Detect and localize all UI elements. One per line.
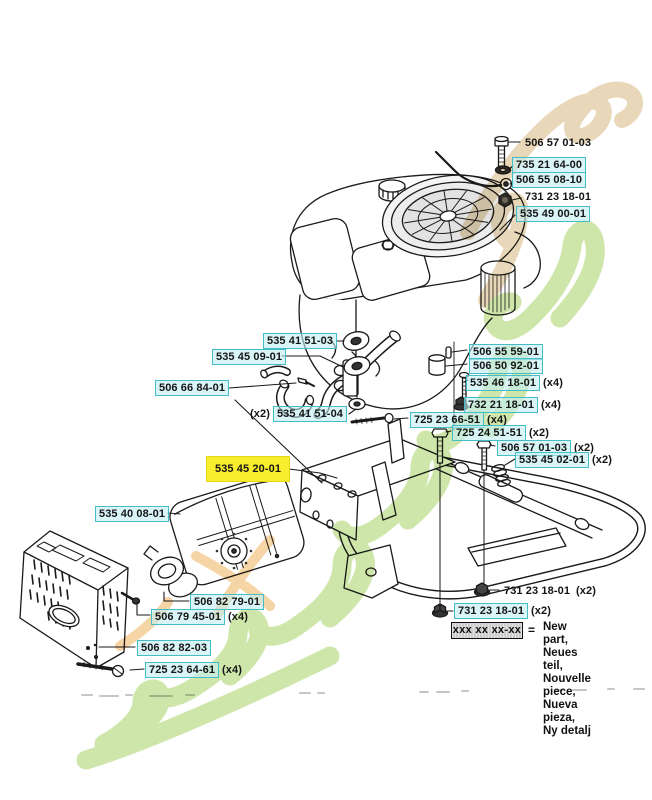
qty-suffix: (x2) [531, 605, 552, 617]
part-number: 535 46 18-01 [466, 375, 541, 391]
bushing-icon [428, 354, 446, 376]
legend-text: New part, Neues teil, Nouvelle piece, Nu… [543, 621, 591, 738]
legend-code-box: xxx xx xx-xx [451, 622, 523, 639]
flange-nut-dark-icon [431, 603, 449, 618]
top-bolt-icon [494, 135, 509, 169]
part-number: 535 41 51-04 [272, 406, 348, 422]
part-label-506-50-92-01-10[interactable]: 506 50 92-01 [469, 358, 544, 374]
part-label-535-41-51-04-8[interactable]: (x2)535 41 51-04 [250, 406, 348, 422]
part-number: 506 50 92-01 [469, 358, 544, 374]
part-label-535-45-02-01-16[interactable]: 535 45 02-01(x2) [515, 452, 612, 468]
legend-line-es: Nueva pieza, [543, 699, 578, 724]
part-number: 731 23 18-01 [504, 585, 571, 597]
qty-suffix: (x4) [541, 399, 562, 411]
part-label-535-45-20-01-17[interactable]: 535 45 20-01 [206, 456, 291, 482]
part-label-535-46-18-01-11[interactable]: 535 46 18-01(x4) [466, 375, 563, 391]
part-number: 725 24 51-51 [452, 425, 527, 441]
qty-suffix: (x4) [222, 664, 243, 676]
part-label-731-23-18-01-23[interactable]: 731 23 18-01 (x2) [501, 584, 596, 598]
part-label-725-23-66-51-13[interactable]: 725 23 66-51(x4) [410, 412, 507, 428]
air-filter-cover [19, 530, 129, 669]
fuel-cap-part [143, 545, 199, 598]
part-number: 535 49 00-01 [516, 206, 591, 222]
part-number: 535 45 20-01 [206, 456, 291, 482]
part-number: 735 21 64-00 [512, 157, 587, 173]
part-label-535-40-08-01-18[interactable]: 535 40 08-01 [95, 506, 170, 522]
part-label-506-55-59-01-9[interactable]: 506 55 59-01 [469, 344, 544, 360]
part-number: 506 66 84-01 [155, 380, 230, 396]
part-number: 535 40 08-01 [95, 506, 170, 522]
legend-line-sv: Ny detalj [543, 725, 591, 737]
part-label-535-49-00-01-4[interactable]: 535 49 00-01 [516, 206, 591, 222]
qty-prefix: (x2) [250, 408, 270, 420]
part-number: 506 82 79-01 [190, 594, 265, 610]
qty-suffix: (x2) [576, 585, 597, 597]
fuel-cap-icon [378, 179, 406, 202]
nut-dark-icon [473, 582, 491, 597]
part-number: 725 23 64-61 [145, 662, 220, 678]
qty-suffix: (x4) [228, 611, 249, 623]
grommet-icon [342, 331, 371, 411]
part-number: 535 41 51-03 [263, 333, 338, 349]
part-label-732-21-18-01-12[interactable]: 732 21 18-01(x4) [464, 397, 561, 413]
legend-line-de: Neues teil, [543, 647, 578, 672]
qty-suffix: (x2) [529, 427, 550, 439]
cover-screw-icon [76, 661, 125, 678]
part-number: 731 23 18-01 [525, 191, 592, 203]
frame-screw-icon [476, 440, 492, 584]
part-label-506-66-84-01-7[interactable]: 506 66 84-01 [155, 380, 230, 396]
part-number: 506 55 08-10 [512, 172, 587, 188]
qty-suffix: (x4) [543, 377, 564, 389]
part-label-535-45-09-01-6[interactable]: 535 45 09-01 [212, 349, 287, 365]
part-number: 506 57 01-03 [525, 137, 592, 149]
small-screw-icon [120, 591, 141, 605]
legend-line-fr: Nouvelle piece, [543, 673, 591, 698]
part-label-535-41-51-03-5[interactable]: 535 41 51-03 [263, 333, 338, 349]
part-label-506-82-79-01-19[interactable]: 506 82 79-01 [190, 594, 265, 610]
part-label-735-21-64-00-1[interactable]: 735 21 64-00 [512, 157, 587, 173]
part-number: 535 45 02-01 [515, 452, 590, 468]
spring-icon [491, 463, 511, 488]
part-number: 506 79 45-01 [151, 609, 226, 625]
part-number: 731 23 18-01 [454, 603, 529, 619]
legend-equals-sign: = [528, 623, 536, 637]
part-number: 506 82 82-03 [137, 640, 212, 656]
part-number: 732 21 18-01 [464, 397, 539, 413]
part-label-725-23-64-61-22[interactable]: 725 23 64-61(x4) [145, 662, 242, 678]
leader-lines [93, 141, 522, 671]
part-number: 725 23 66-51 [410, 412, 485, 428]
mount-pin-icon [445, 346, 452, 359]
qty-suffix: (x2) [574, 442, 595, 454]
qty-suffix: (x4) [487, 414, 508, 426]
part-label-506-57-01-03-0[interactable]: 506 57 01-03 [522, 136, 594, 150]
qty-suffix: (x2) [592, 454, 613, 466]
part-label-506-82-82-03-21[interactable]: 506 82 82-03 [137, 640, 212, 656]
part-label-731-23-18-01-24[interactable]: 731 23 18-01(x2) [454, 603, 551, 619]
part-number: 535 45 09-01 [212, 349, 287, 365]
part-label-506-55-08-10-2[interactable]: 506 55 08-10 [512, 172, 587, 188]
watermark [76, 81, 644, 770]
part-number: 506 55 59-01 [469, 344, 544, 360]
clamp-screw-icon [297, 377, 315, 387]
part-label-731-23-18-01-3[interactable]: 731 23 18-01 [522, 190, 594, 204]
part-label-725-24-51-51-14[interactable]: 725 24 51-51(x2) [452, 425, 549, 441]
legend-line-en: New part, [543, 621, 568, 646]
part-label-506-79-45-01-20[interactable]: 506 79 45-01(x4) [151, 609, 248, 625]
horizontal-screw-icon [350, 412, 394, 425]
